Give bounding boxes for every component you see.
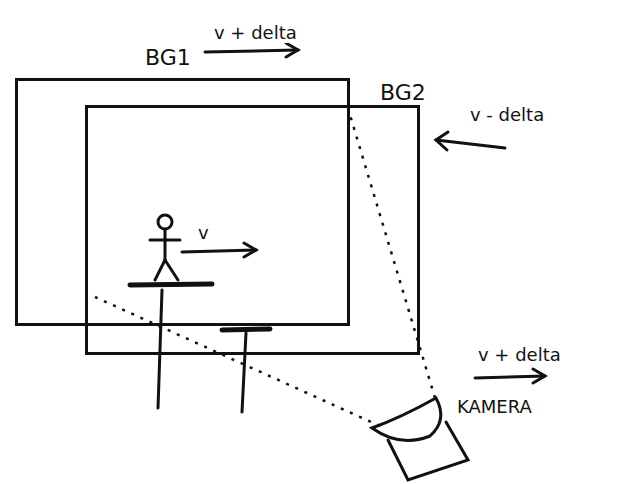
motion-label: v — [196, 222, 211, 243]
plane-heading: BG1 — [143, 45, 193, 70]
motion-label: KAMERA — [455, 396, 534, 417]
motion-label: v + delta — [476, 344, 563, 365]
background-plane: BG2 — [85, 105, 420, 355]
motion-label: v - delta — [468, 104, 546, 125]
plane-heading: BG2 — [378, 80, 428, 105]
background-plane: BG1 — [15, 78, 350, 326]
motion-label: v + delta — [212, 22, 299, 43]
